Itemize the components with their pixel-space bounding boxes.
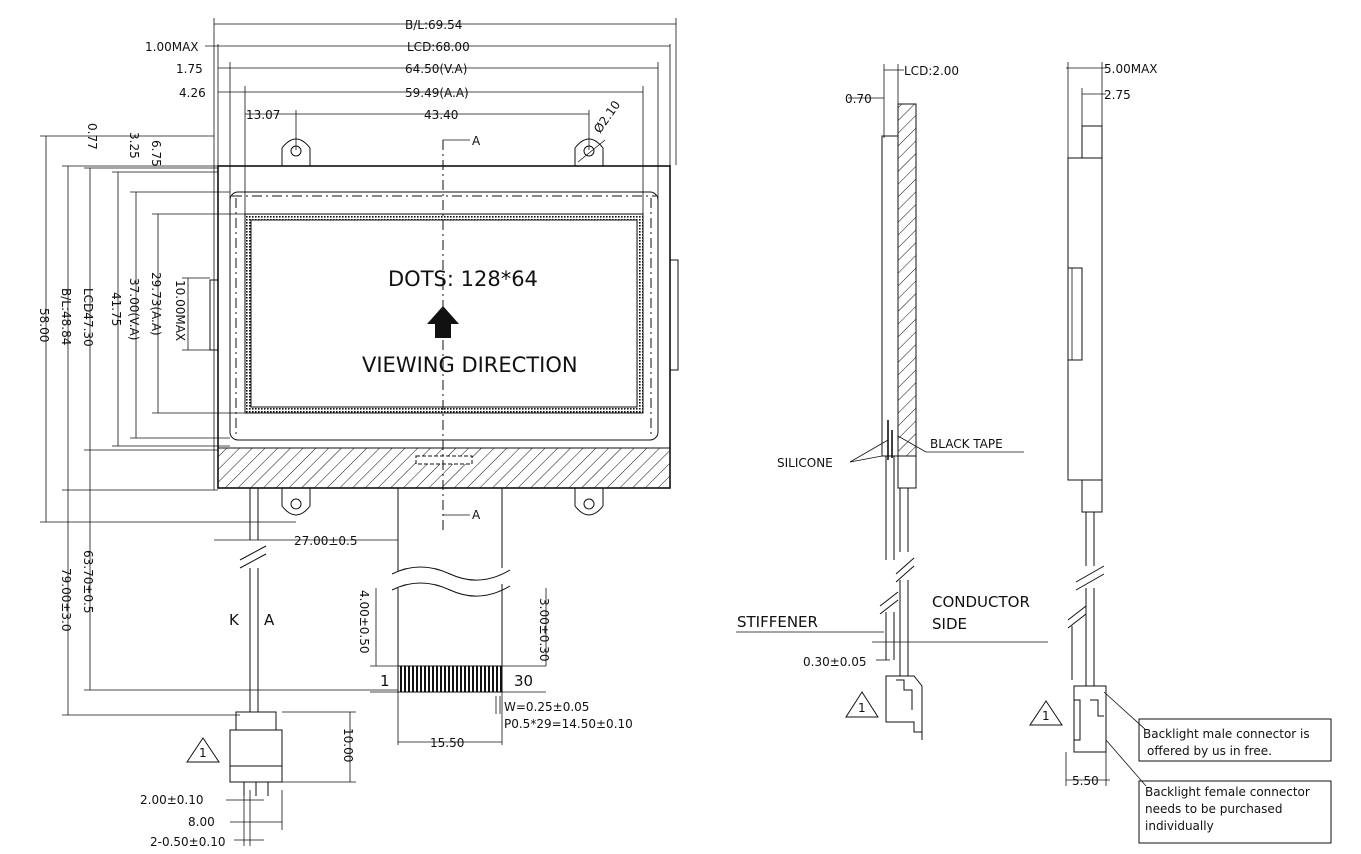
- led-wires: [214, 488, 398, 712]
- note-box-female: [1138, 780, 1332, 844]
- pin-offset-label: 63.70±0.5: [81, 550, 95, 614]
- aa-height-label: 29.73(A.A): [149, 272, 163, 336]
- side-tab-right: [669, 259, 679, 371]
- black-tape-label: BLACK TAPE: [930, 437, 1003, 451]
- connector-pin-label: 2-0.50±0.10: [150, 835, 225, 849]
- dim-325-label: 3.25: [127, 132, 141, 159]
- warning-mark-side: 1: [858, 701, 866, 715]
- pin-first-label: 1: [380, 672, 390, 690]
- backlight-top: [1081, 125, 1103, 159]
- note-male-line-2: offered by us in free.: [1147, 744, 1272, 758]
- connector-height-label: 10.00: [341, 728, 355, 762]
- backlight-tab: [1067, 267, 1083, 361]
- aa-width-label: 59.49(A.A): [405, 86, 469, 100]
- wire-connector: [226, 711, 356, 846]
- cable-length-label: 79.00±3.0: [59, 568, 73, 632]
- mounting-hole-top-left: [281, 138, 311, 166]
- side-glass: [881, 135, 899, 457]
- mounting-hole-top-right: [574, 138, 604, 166]
- note-male-line-1: Backlight male connector is: [1143, 727, 1310, 741]
- top-dimensions: [205, 18, 677, 490]
- mounting-hole-bottom-right: [574, 488, 604, 516]
- backlight-connector: [1065, 685, 1110, 786]
- side-warning-triangle-icon: [845, 691, 879, 718]
- fpc-thickness-label: 10.00MAX: [173, 280, 187, 341]
- backlight-bottom: [1081, 479, 1103, 513]
- warning-mark-front: 1: [199, 746, 207, 760]
- anode-label: A: [264, 611, 275, 629]
- fpc-stiffener-left-label: 4.00±0.50: [357, 590, 371, 654]
- front-view: B/L:69.54 1.00MAX LCD:68.00 1.75 64.50(V…: [37, 18, 679, 849]
- side-tab-left: [209, 279, 219, 351]
- backlight-warning-triangle-icon: [1029, 700, 1063, 726]
- hole-offset-label: 13.07: [246, 108, 280, 122]
- dots-label: DOTS: 128*64: [388, 267, 538, 291]
- warning-triangle-icon: [186, 737, 220, 763]
- hole-pitch-label: 43.40: [424, 108, 458, 122]
- ledge-dashed-mark: [415, 455, 473, 465]
- led-wire-pos-label: 27.00±0.5: [294, 534, 358, 548]
- note-female-line-3: individually: [1145, 819, 1214, 833]
- hole-dia-label: Ø2.10: [591, 98, 623, 136]
- side-backlight: [897, 103, 917, 489]
- glass-offset-label: 0.70: [845, 92, 872, 106]
- hatched-ledge: [217, 447, 671, 489]
- pin-width-label: W=0.25±0.05: [504, 700, 589, 714]
- section-a-bottom: A: [472, 508, 481, 522]
- overall-height-label: 58.00: [37, 308, 51, 342]
- bl-width-label: B/L:69.54: [405, 18, 462, 32]
- mounting-hole-bottom-left: [281, 488, 311, 516]
- cathode-label: K: [229, 611, 240, 629]
- section-a-top: A: [472, 134, 481, 148]
- viewing-arrow-icon: [427, 306, 459, 338]
- bezel-max-label: 1.00MAX: [145, 40, 199, 54]
- conductor-label: CONDUCTOR: [932, 593, 1030, 611]
- stiffener-label: STIFFENER: [737, 613, 818, 631]
- va-height-label: 37.00(V.A): [127, 278, 141, 340]
- bl-connector-width-label: 5.50: [1072, 774, 1099, 788]
- side-view: LCD:2.00 0.70 BLACK TAPE SILICONE STIFFE…: [736, 64, 1048, 740]
- fpc-stiffener-right-label: 3.00±0.30: [537, 598, 551, 662]
- note-box-male: [1138, 718, 1332, 762]
- aa-offset-label: 4.26: [179, 86, 206, 100]
- connector-pitch-label: 2.00±0.10: [140, 793, 204, 807]
- stiffener-thickness-label: 0.30±0.05: [803, 655, 867, 669]
- va-width-label: 64.50(V.A): [405, 62, 467, 76]
- fpc-cable: [370, 488, 547, 745]
- warning-mark-backlight: 1: [1042, 709, 1050, 723]
- side-label: SIDE: [932, 615, 967, 633]
- fpc-width-label: 15.50: [430, 736, 464, 750]
- thickness-max-label: 5.00MAX: [1104, 62, 1158, 76]
- backlight-view: 5.00MAX 2.75 5.50 1 Backlight male conne…: [1029, 62, 1332, 844]
- dim-4175-label: 41.75: [109, 292, 123, 326]
- lcd-thickness-label: LCD:2.00: [904, 64, 959, 78]
- dim-077-label: 0.77: [85, 123, 99, 150]
- backlight-body: [1067, 157, 1103, 481]
- pin-pitch-label: P0.5*29=14.50±0.10: [504, 717, 633, 731]
- viewing-direction-label: VIEWING DIRECTION: [362, 353, 578, 377]
- silicone-label: SILICONE: [777, 456, 833, 470]
- lcd-width-label: LCD:68.00: [407, 40, 470, 54]
- dim-675-label: 6.75: [149, 140, 163, 167]
- note-female-line-2: needs to be purchased: [1145, 802, 1282, 816]
- bl-height-label: B/L:48.84: [59, 288, 73, 345]
- connector-width-label: 8.00: [188, 815, 215, 829]
- lcd-glass-frame: [229, 191, 659, 441]
- note-female-line-1: Backlight female connector: [1145, 785, 1310, 799]
- bl-thickness-label: 2.75: [1104, 88, 1131, 102]
- left-dimensions: [40, 135, 398, 716]
- lcd-height-label: LCD47.30: [81, 288, 95, 347]
- side-connector: [885, 675, 923, 740]
- va-offset-label: 1.75: [176, 62, 203, 76]
- pin-last-label: 30: [514, 672, 533, 690]
